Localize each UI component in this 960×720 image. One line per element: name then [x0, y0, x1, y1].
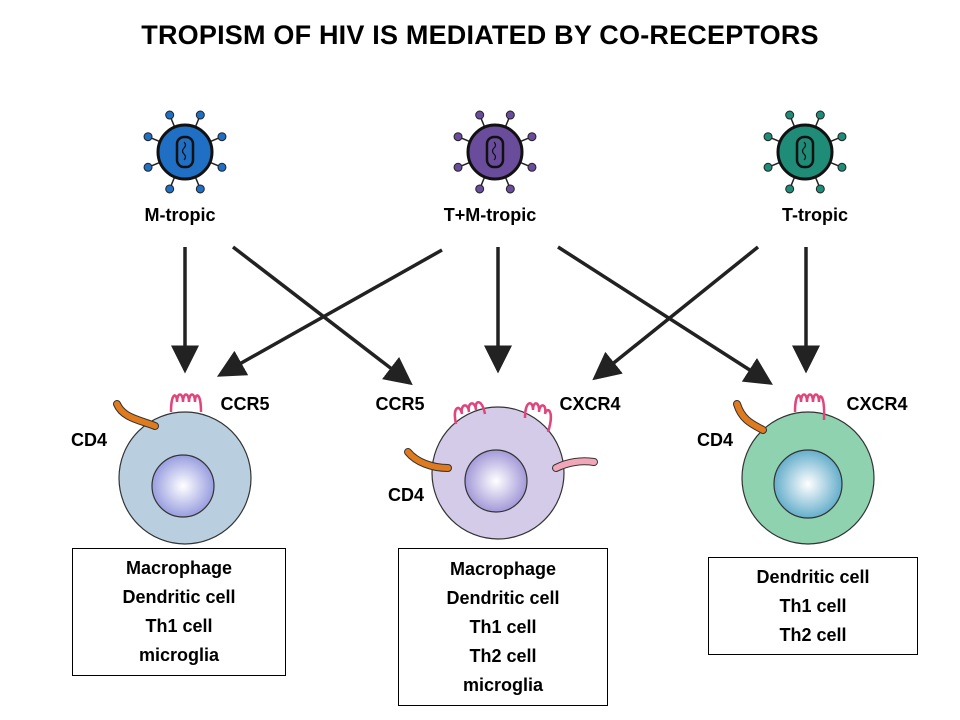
cell-1: CCR5 CD4	[71, 393, 270, 545]
cell-2-type-1: Dendritic cell	[446, 587, 560, 608]
cell-3-cxcr4-label: CXCR4	[846, 394, 907, 414]
cell-2-type-4: microglia	[462, 674, 544, 695]
cell-3-cd4-receptor	[734, 401, 766, 433]
cell-3-type-2: Th2 cell	[779, 624, 847, 645]
cell-3-cd4-label: CD4	[697, 430, 733, 450]
cell-2-ccr5-label: CCR5	[375, 394, 424, 414]
tropism-arrows	[171, 245, 820, 386]
arrow-t-to-cell2	[592, 245, 760, 381]
cell-3-type-1: Th1 cell	[779, 595, 847, 616]
cell-1-cd4-receptor	[114, 401, 158, 429]
diagram-title: TROPISM OF HIV IS MEDIATED BY CO-RECEPTO…	[141, 20, 819, 50]
cell-2: CCR5 CXCR4 CD4	[375, 394, 621, 540]
virus-label-m-tropic: M-tropic	[145, 205, 216, 225]
arrow-tm-to-cell1	[216, 248, 443, 377]
cell-1-type-3: microglia	[138, 645, 220, 665]
cell-2-type-2: Th1 cell	[469, 616, 537, 637]
cell-3-cxcr4-receptor	[793, 393, 826, 421]
virus-label-t-m-tropic: T+M-tropic	[444, 205, 537, 225]
cell-1-types-box: Macrophage Dendritic cell Th1 cell micro…	[72, 548, 286, 676]
cell-2-type-3: Th2 cell	[469, 645, 537, 666]
cell-3: CXCR4 CD4	[697, 393, 908, 545]
arrow-m-to-cell2	[231, 245, 413, 386]
cell-2-types-box: Macrophage Dendritic cell Th1 cell Th2 c…	[398, 548, 608, 706]
cell-3-type-0: Dendritic cell	[756, 566, 870, 587]
cell-2-ccr5-receptor	[453, 401, 487, 425]
cell-1-cd4-label: CD4	[71, 430, 107, 450]
cell-2-cd4-receptor	[405, 449, 451, 471]
cell-1-type-2: Th1 cell	[145, 616, 213, 636]
arrow-tm-to-cell3	[557, 245, 773, 385]
cell-1-nucleus	[151, 454, 215, 518]
cell-1-type-1: Dendritic cell	[122, 587, 236, 607]
cell-3-nucleus	[773, 449, 843, 519]
cell-1-ccr5-receptor	[169, 393, 203, 413]
cell-2-cxcr4-label: CXCR4	[559, 394, 620, 414]
cell-2-nucleus	[464, 449, 528, 513]
cell-1-type-0: Macrophage	[125, 558, 233, 578]
virus-label-t-tropic: T-tropic	[782, 205, 848, 225]
m-tropic-virus-icon	[143, 110, 227, 194]
cell-2-type-0: Macrophage	[449, 558, 557, 579]
t-tropic-virus-icon	[763, 110, 847, 194]
cell-2-cd4-label: CD4	[388, 485, 424, 505]
cell-2-cd4-receptor-secondary	[553, 458, 597, 471]
cell-2-cxcr4-receptor	[523, 402, 553, 433]
cell-3-types-box: Dendritic cell Th1 cell Th2 cell	[708, 557, 918, 655]
t-m-tropic-virus-icon	[453, 110, 537, 194]
cell-1-ccr5-label: CCR5	[220, 394, 269, 414]
